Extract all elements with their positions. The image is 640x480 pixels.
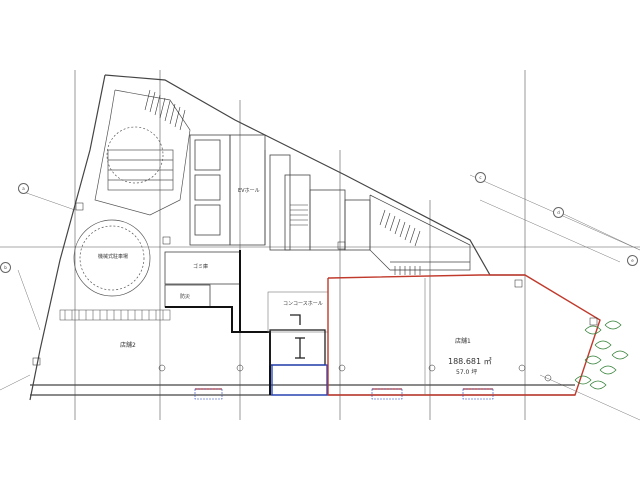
label-office: 防災 [180, 294, 191, 300]
label-area-tsubo: 57.0 坪 [456, 369, 478, 376]
label-area-sqm: 188.681 ㎡ [448, 357, 492, 366]
grid-bubble-e: e [627, 255, 638, 266]
stairs-top-left [144, 89, 186, 131]
right-wing [369, 194, 471, 271]
dimension-lines [0, 174, 640, 421]
central-core [164, 134, 371, 308]
left-wing [73, 89, 191, 297]
label-garbage: ゴミ庫 [193, 264, 209, 270]
concourse-hall [267, 291, 329, 396]
store1-boundary [327, 274, 601, 396]
landscaping [574, 320, 629, 390]
stairs-right [379, 209, 421, 275]
grid-bubble-d: d [553, 207, 564, 218]
columns [32, 202, 598, 382]
store2-boundary [165, 250, 271, 395]
grid-bubble-a: a [18, 183, 29, 194]
stairs-core [290, 204, 308, 226]
label-ev-hall: EVホール [238, 188, 260, 194]
building-outline [29, 74, 575, 401]
label-mech-parking: 機械式駐車場 [98, 254, 129, 260]
label-concourse: コンコースホール [283, 301, 323, 307]
label-store2: 店舗2 [120, 342, 136, 349]
frontage-windows [194, 388, 494, 400]
grid-bubble-c: c [475, 172, 486, 183]
label-store1: 店舗1 [455, 338, 471, 345]
column-row-store2 [59, 309, 171, 321]
grid-bubble-b: b [0, 262, 11, 273]
